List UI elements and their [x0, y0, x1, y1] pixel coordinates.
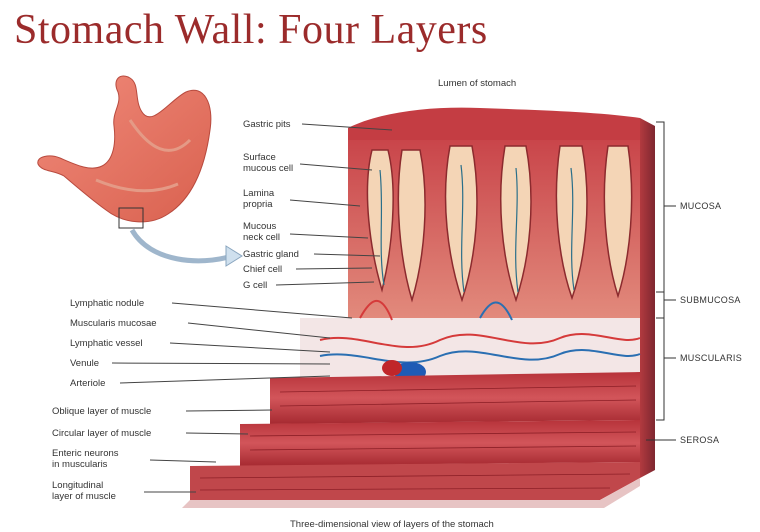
label-mucous-cell: mucous cell [243, 163, 293, 174]
label-neck-cell: neck cell [243, 232, 280, 243]
label-in-muscularis: in muscularis [52, 459, 108, 470]
label-longitudinal: Longitudinal [52, 480, 103, 491]
label-venule: Venule [70, 358, 99, 369]
label-gastric-gland: Gastric gland [243, 249, 299, 260]
zoom-arrow-head [226, 246, 242, 266]
arteriole-cross-section [382, 360, 402, 376]
label-surface: Surface [243, 152, 276, 163]
lumen-label: Lumen of stomach [438, 78, 516, 89]
label-enteric-neurons: Enteric neurons [52, 448, 119, 459]
label-arteriole: Arteriole [70, 378, 105, 389]
zoom-arrow [132, 230, 232, 261]
label-oblique-muscle: Oblique layer of muscle [52, 406, 151, 417]
figure-caption: Three-dimensional view of layers of the … [290, 519, 494, 530]
oblique-muscle-layer [270, 372, 640, 424]
layer-muscularis: MUSCULARIS [680, 353, 742, 363]
label-lymphatic-nodule: Lymphatic nodule [70, 298, 144, 309]
block-side-face [640, 118, 655, 478]
label-mucous: Mucous [243, 221, 277, 232]
layer-labels: MUCOSA SUBMUCOSA MUSCULARIS SEROSA [680, 201, 742, 445]
label-g-cell: G cell [243, 280, 267, 291]
label-muscularis-mucosae: Muscularis mucosae [70, 318, 157, 329]
circular-muscle-layer [240, 420, 640, 466]
label-propria: propria [243, 199, 273, 210]
longitudinal-muscle-layer [190, 462, 640, 500]
layer-submucosa: SUBMUCOSA [680, 295, 741, 305]
label-chief-cell: Chief cell [243, 264, 282, 275]
label-circular-muscle: Circular layer of muscle [52, 428, 151, 439]
label-lymphatic-vessel: Lymphatic vessel [70, 338, 143, 349]
label-gastric-pits: Gastric pits [243, 119, 291, 130]
submucosa-layer [300, 318, 640, 378]
layer-mucosa: MUCOSA [680, 201, 721, 211]
layer-serosa: SEROSA [680, 435, 719, 445]
stomach-illustration [38, 76, 211, 228]
label-layer-of-muscle: layer of muscle [52, 491, 116, 502]
label-lamina: Lamina [243, 188, 275, 199]
